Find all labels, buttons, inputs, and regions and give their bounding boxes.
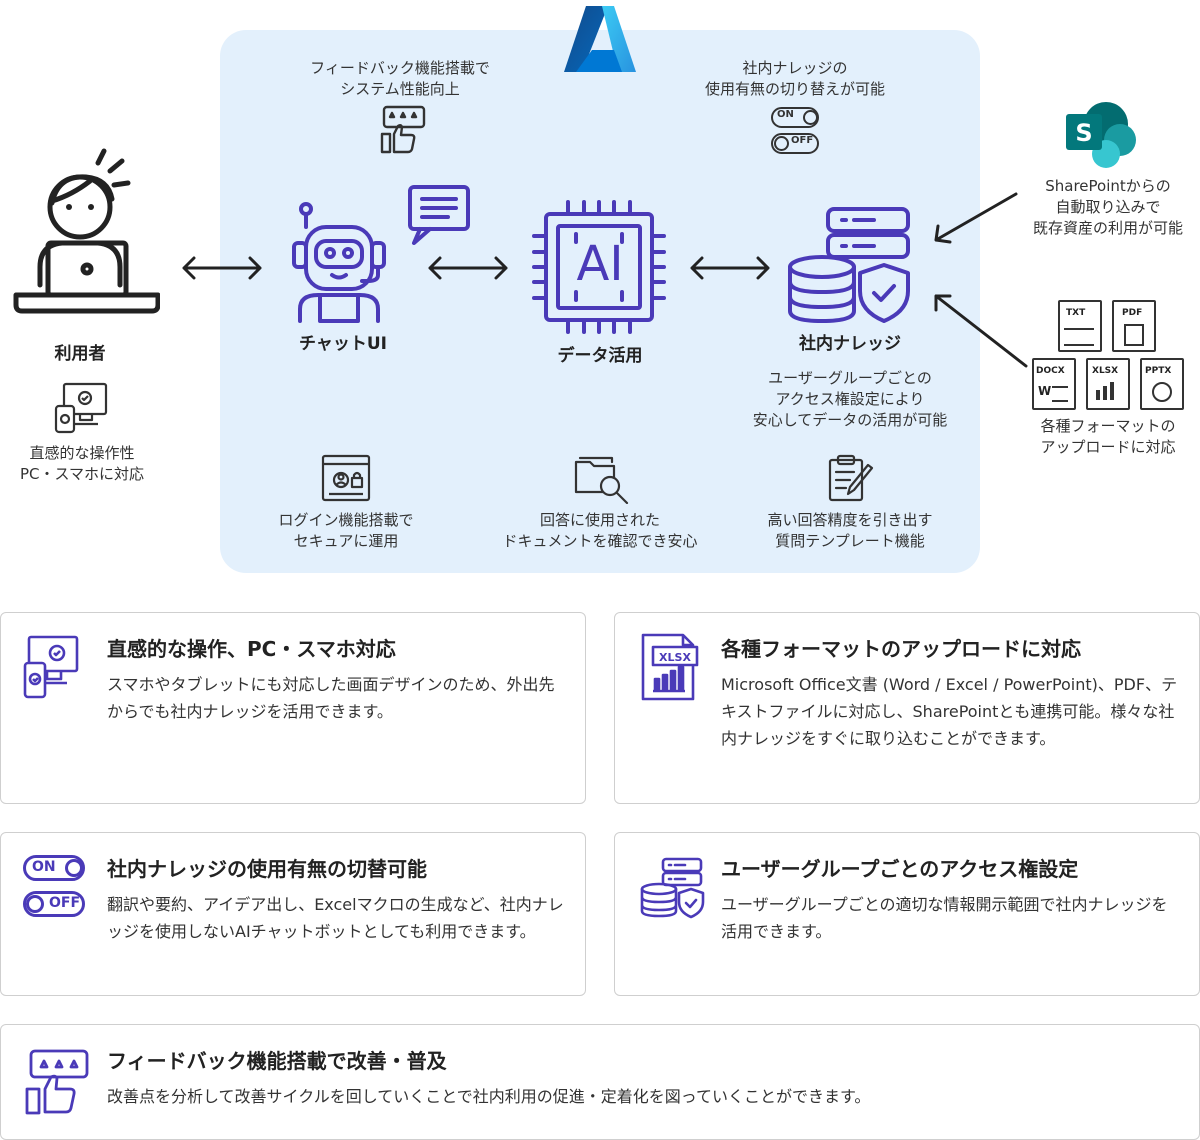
card-feedback: フィードバック機能搭載で改善・普及 改善点を分析して改善サイクルを回していくこと… [0, 1024, 1200, 1140]
toggle-off-text: OFF [791, 135, 814, 146]
card-devices: 直感的な操作、PC・スマホ対応 スマホやタブレットにも対応した画面デザインのため… [0, 612, 586, 804]
azure-logo-icon [564, 6, 636, 72]
toggle-icon: ON OFF [23, 855, 89, 925]
toggle-top-icon: ON OFF [771, 107, 821, 155]
chat-data-arrow-icon [428, 256, 508, 280]
card-body: Microsoft Office文書 (Word / Excel / Power… [721, 675, 1178, 748]
sharepoint-arrow-icon [934, 192, 1018, 244]
bottom-label-template: 高い回答精度を引き出す質問テンプレート機能 [767, 511, 933, 550]
svg-text:S: S [1075, 119, 1092, 147]
bottom-label-login: ログイン機能搭載でセキュアに運用 [278, 511, 414, 550]
bottom-label-docs: 回答に使用されたドキュメントを確認でき安心 [502, 511, 698, 550]
card-title: 各種フォーマットのアップロードに対応 [721, 637, 1081, 661]
user-laptop-icon [13, 148, 160, 314]
svg-text:XLSX: XLSX [659, 651, 691, 664]
document-search-icon [574, 456, 629, 504]
data-knowledge-arrow-icon [690, 256, 770, 280]
card-title: ユーザーグループごとのアクセス権設定 [721, 857, 1079, 881]
card-access: ユーザーグループごとのアクセス権設定 ユーザーグループごとの適切な情報開示範囲で… [614, 832, 1200, 996]
card-toggle: ON OFF 社内ナレッジの使用有無の切替可能 翻訳や要約、アイデア出し、Exc… [0, 832, 586, 996]
ai-chip-text: AI [576, 236, 624, 292]
toggle-top-label: 社内ナレッジの使用有無の切り替えが可能 [704, 59, 885, 98]
pptx-file-icon: PPTX [1140, 358, 1184, 410]
formats-arrow-icon [934, 294, 1028, 368]
devices-icon [54, 382, 108, 434]
feedback-top-label: フィードバック機能搭載でシステム性能向上 [310, 59, 490, 98]
database-shield-icon [788, 207, 910, 323]
sharepoint-label: SharePointからの自動取り込みで既存資産の利用が可能 [1032, 177, 1183, 237]
user-title: 利用者 [54, 344, 106, 364]
feedback-stars-icon [380, 105, 426, 154]
card-body: スマホやタブレットにも対応した画面デザインのため、外出先からでも社内ナレッジを活… [107, 675, 555, 721]
template-clipboard-icon [828, 454, 874, 502]
card-title: 社内ナレッジの使用有無の切替可能 [107, 857, 427, 881]
pdf-file-icon: PDF [1112, 300, 1156, 352]
card-body: 改善点を分析して改善サイクルを回していくことで社内利用の促進・定着化を図っていく… [107, 1087, 871, 1106]
chat-title: チャットUI [299, 334, 387, 354]
card-body: ユーザーグループごとの適切な情報開示範囲で社内ナレッジを活用できます。 [721, 895, 1168, 941]
card-formats: XLSX 各種フォーマットのアップロードに対応 Microsoft Office… [614, 612, 1200, 804]
docx-file-icon: DOCX W [1032, 358, 1076, 410]
knowledge-title: 社内ナレッジ [799, 334, 901, 354]
xlsx-file-icon: XLSX [1086, 358, 1130, 410]
txt-file-icon: TXT [1058, 300, 1102, 352]
toggle-on-text: ON [777, 109, 794, 120]
database-shield-icon [640, 857, 705, 919]
card-title: 直感的な操作、PC・スマホ対応 [107, 637, 396, 661]
formats-label: 各種フォーマットのアップロードに対応 [1040, 417, 1176, 456]
chat-robot-icon [292, 185, 470, 323]
login-window-icon [321, 454, 371, 502]
knowledge-desc: ユーザーグループごとのアクセス権設定により安心してデータの活用が可能 [752, 369, 948, 429]
user-chat-arrow-icon [182, 256, 262, 280]
sharepoint-logo-icon: S [1066, 102, 1136, 168]
feedback-stars-icon [25, 1049, 89, 1115]
xlsx-file-icon: XLSX [641, 633, 699, 701]
data-use-title: データ活用 [557, 346, 643, 366]
devices-icon [23, 635, 79, 699]
card-body: 翻訳や要約、アイデア出し、Excelマクロの生成など、社内ナレッジを使用しないA… [107, 895, 564, 941]
card-title: フィードバック機能搭載で改善・普及 [107, 1049, 447, 1073]
ai-chip-icon [532, 200, 666, 334]
